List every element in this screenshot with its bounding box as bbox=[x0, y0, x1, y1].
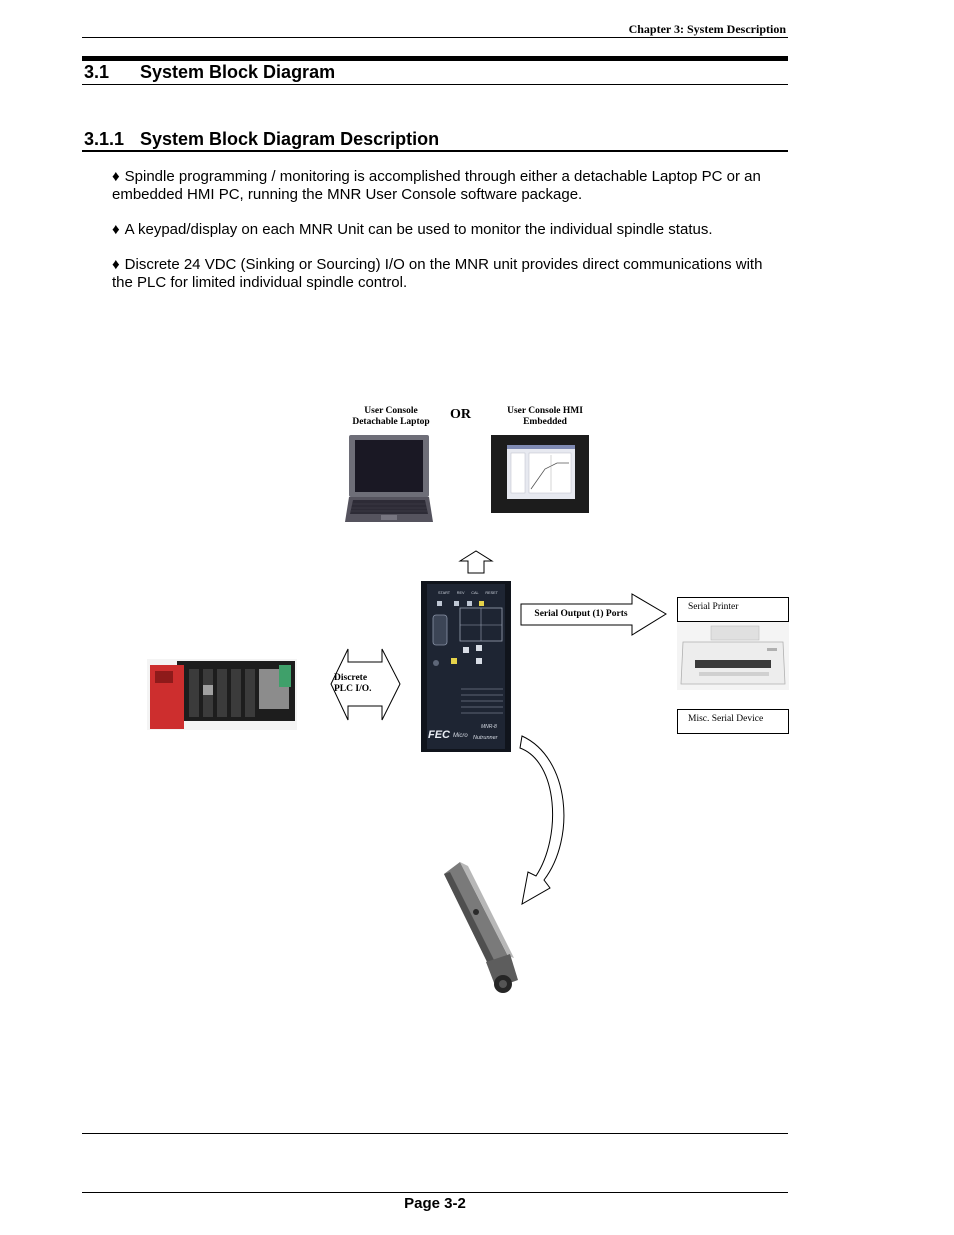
nutrunner-tool-picture bbox=[444, 862, 518, 993]
misc-serial-device-box: Misc. Serial Device bbox=[677, 709, 789, 734]
misc-serial-device-label: Misc. Serial Device bbox=[688, 714, 764, 724]
section-title: System Block Diagram bbox=[140, 62, 336, 82]
chapter-header: Chapter 3: System Description bbox=[628, 22, 786, 36]
hmi-label: User Console HMI Embedded bbox=[494, 406, 596, 428]
plc-io-label-line: Discrete bbox=[334, 673, 368, 683]
unit-key-label: RESET bbox=[485, 591, 498, 595]
laptop-label: User Console Detachable Laptop bbox=[340, 406, 442, 428]
serial-output-arrow-icon bbox=[520, 593, 667, 636]
printer-picture bbox=[677, 622, 789, 690]
mnr-unit-body bbox=[421, 581, 511, 752]
bullet-text: Spindle programming / monitoring is acco… bbox=[112, 168, 761, 203]
plc-io-label: Discrete PLC I/O. bbox=[334, 673, 371, 695]
bullet-diamond-icon: ♦ bbox=[112, 256, 120, 273]
section-underline bbox=[82, 84, 788, 85]
unit-key-labels: START REV CAL RESET bbox=[438, 591, 498, 595]
bullet-text: A keypad/display on each MNR Unit can be… bbox=[124, 221, 713, 238]
subsection-heading: 3.1.1 System Block Diagram Description bbox=[84, 129, 439, 150]
subsection-number: 3.1.1 bbox=[84, 129, 125, 149]
subsection-title: System Block Diagram Description bbox=[140, 129, 440, 149]
serial-printer-box: Serial Printer bbox=[677, 597, 789, 622]
hmi-label-line: Embedded bbox=[523, 417, 567, 427]
unit-brand-logo: FEC bbox=[428, 729, 450, 741]
header-rule bbox=[82, 37, 788, 38]
curved-down-arrow-icon bbox=[519, 735, 565, 905]
unit-key-label: REV bbox=[456, 591, 465, 595]
mnr-unit-picture: START REV CAL RESET FEC Micro MNR-8 Nutr… bbox=[421, 581, 511, 752]
unit-model: MNR-8 bbox=[481, 724, 497, 730]
unit-product: Nutrunner bbox=[473, 735, 498, 741]
plc-picture bbox=[147, 659, 297, 730]
laptop-picture bbox=[345, 435, 433, 522]
bullet-paragraph: ♦Discrete 24 VDC (Sinking or Sourcing) I… bbox=[112, 256, 782, 292]
serial-output-label: Serial Output (1) Ports bbox=[534, 609, 628, 619]
bullet-diamond-icon: ♦ bbox=[112, 168, 120, 185]
hmi-picture bbox=[491, 435, 589, 513]
plc-io-label-line: PLC I/O. bbox=[334, 684, 372, 694]
plc-io-double-arrow-icon bbox=[330, 648, 401, 721]
unit-key-label: CAL bbox=[471, 591, 479, 595]
footer-rule-top bbox=[82, 1133, 788, 1134]
up-arrow-icon bbox=[458, 550, 494, 574]
section-heading: 3.1 System Block Diagram bbox=[84, 62, 335, 83]
bullet-text: Discrete 24 VDC (Sinking or Sourcing) I/… bbox=[112, 256, 763, 291]
hmi-label-line: User Console HMI bbox=[507, 406, 583, 416]
unit-key-label: START bbox=[438, 591, 451, 595]
unit-brand-word: Micro bbox=[453, 733, 468, 739]
footer-rule bbox=[82, 1192, 788, 1193]
subsection-underline bbox=[82, 150, 788, 152]
page-number: Page 3-2 bbox=[404, 1195, 466, 1212]
section-thick-rule bbox=[82, 56, 788, 61]
bullet-diamond-icon: ♦ bbox=[112, 221, 120, 238]
laptop-label-line: Detachable Laptop bbox=[352, 417, 430, 427]
or-label: OR bbox=[450, 407, 471, 422]
section-number: 3.1 bbox=[84, 62, 110, 82]
serial-printer-label: Serial Printer bbox=[688, 602, 739, 612]
laptop-label-line: User Console bbox=[364, 406, 418, 416]
bullet-paragraph: ♦A keypad/display on each MNR Unit can b… bbox=[112, 221, 782, 239]
bullet-paragraph: ♦Spindle programming / monitoring is acc… bbox=[112, 168, 782, 204]
